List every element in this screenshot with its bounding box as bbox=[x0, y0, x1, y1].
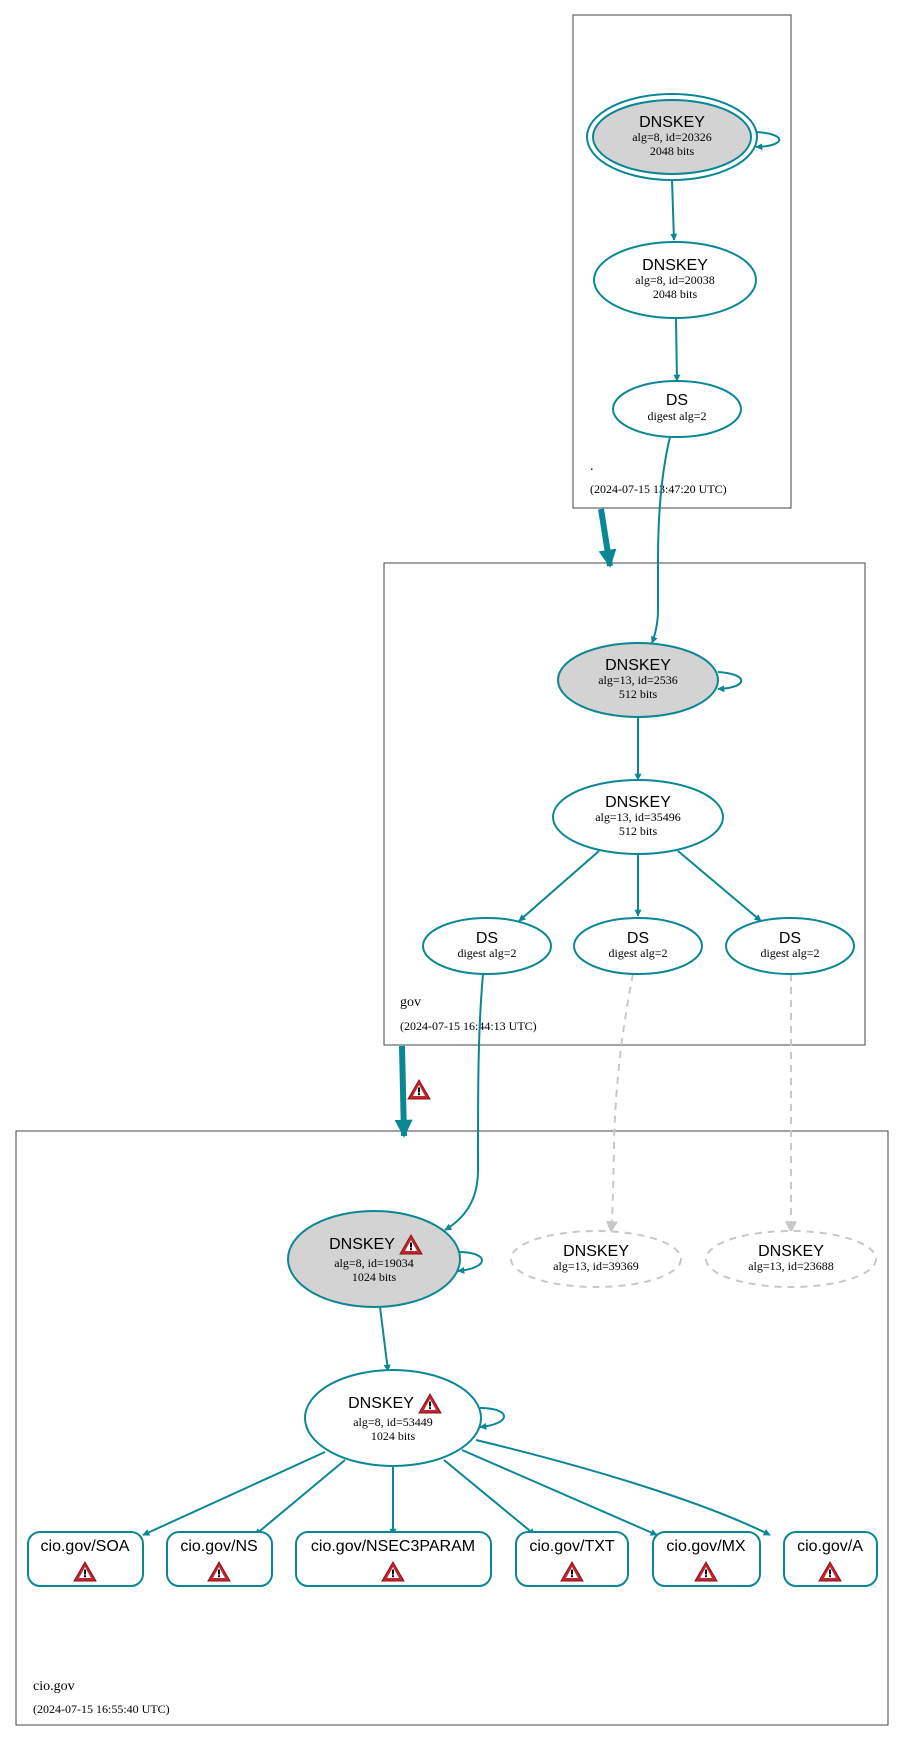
root-zsk-node[interactable]: DNSKEY alg=8, id=20038 2048 bits bbox=[593, 241, 757, 319]
gov-ds2-digest: digest alg=2 bbox=[608, 946, 667, 960]
edge-cio-zsk-soa bbox=[142, 1451, 326, 1536]
rrset-mx-label: cio.gov/MX bbox=[666, 1538, 745, 1555]
gov-ds3-digest: digest alg=2 bbox=[760, 946, 819, 960]
cio-missing-key-1-title: DNSKEY bbox=[563, 1243, 629, 1260]
root-ksk-title: DNSKEY bbox=[639, 114, 705, 131]
self-sign-edge-gov-ksk bbox=[717, 671, 743, 693]
rrset-txt-label: cio.gov/TXT bbox=[529, 1538, 615, 1555]
root-ksk-alg: alg=8, id=20326 bbox=[632, 130, 712, 144]
rrset-a-label: cio.gov/A bbox=[797, 1538, 863, 1555]
zone-cio-label: cio.gov bbox=[33, 1679, 75, 1694]
cio-missing-key-2-alg: alg=13, id=23688 bbox=[748, 1259, 834, 1273]
gov-ksk-alg: alg=13, id=2536 bbox=[598, 673, 678, 687]
zone-cio-timestamp: (2024-07-15 16:55:40 UTC) bbox=[33, 1702, 170, 1716]
rrset-mx-node[interactable]: cio.gov/MX bbox=[652, 1531, 761, 1587]
cio-zsk-bits: 1024 bits bbox=[371, 1429, 416, 1443]
root-ds-node[interactable]: DS digest alg=2 bbox=[612, 380, 742, 438]
cio-zsk-node[interactable]: DNSKEY alg=8, id=53449 1024 bits bbox=[304, 1369, 482, 1467]
edge-gov-zsk-ds1 bbox=[518, 850, 600, 922]
self-sign-edge-root-ksk bbox=[755, 131, 781, 151]
cio-zsk-alg: alg=8, id=53449 bbox=[353, 1415, 433, 1429]
zone-root-label: . bbox=[590, 459, 594, 474]
gov-ds2-node[interactable]: DS digest alg=2 bbox=[573, 917, 703, 975]
edge-cio-zsk-txt bbox=[443, 1459, 536, 1536]
rrset-soa-label: cio.gov/SOA bbox=[41, 1538, 130, 1555]
self-sign-edge-cio-zsk bbox=[479, 1407, 505, 1430]
cio-ksk-alg: alg=8, id=19034 bbox=[334, 1256, 414, 1270]
gov-zsk-node[interactable]: DNSKEY alg=13, id=35496 512 bits bbox=[552, 779, 724, 855]
root-zsk-bits: 2048 bits bbox=[653, 287, 698, 301]
edge-root-ksk-zsk bbox=[670, 179, 678, 241]
rrset-a-node[interactable]: cio.gov/A bbox=[783, 1531, 878, 1587]
edge-gov-zsk-ds3 bbox=[677, 850, 762, 922]
cio-missing-key-1-alg: alg=13, id=39369 bbox=[553, 1259, 639, 1273]
rrset-soa-node[interactable]: cio.gov/SOA bbox=[27, 1531, 144, 1587]
zone-root-timestamp: (2024-07-15 13:47:20 UTC) bbox=[590, 482, 727, 496]
cio-missing-key-2-title: DNSKEY bbox=[758, 1243, 824, 1260]
gov-ds2-title: DS bbox=[627, 930, 649, 947]
gov-zsk-bits: 512 bits bbox=[619, 824, 658, 838]
rrset-ns-label: cio.gov/NS bbox=[180, 1538, 257, 1555]
edge-root-ds-gov-ksk bbox=[650, 436, 671, 644]
rrset-nsec3param-label: cio.gov/NSEC3PARAM bbox=[311, 1538, 475, 1555]
edge-cio-zsk-ns bbox=[254, 1459, 346, 1536]
edge-root-zsk-ds bbox=[673, 318, 681, 382]
edge-gov-ds1-cio-ksk bbox=[444, 973, 484, 1231]
gov-ds3-node[interactable]: DS digest alg=2 bbox=[725, 917, 855, 975]
gov-ds1-title: DS bbox=[476, 930, 498, 947]
gov-zsk-title: DNSKEY bbox=[605, 794, 671, 811]
cio-ksk-title: DNSKEY bbox=[329, 1236, 395, 1253]
gov-ds1-digest: digest alg=2 bbox=[457, 946, 516, 960]
zone-gov-timestamp: (2024-07-15 16:44:13 UTC) bbox=[400, 1019, 537, 1033]
zone-gov-label: gov bbox=[400, 995, 421, 1010]
rrset-txt-node[interactable]: cio.gov/TXT bbox=[515, 1531, 629, 1587]
edge-gov-ds2-missing-key bbox=[605, 973, 634, 1234]
cio-zsk-title: DNSKEY bbox=[348, 1395, 414, 1412]
gov-zsk-alg: alg=13, id=35496 bbox=[595, 810, 681, 824]
self-sign-edge-cio-ksk bbox=[457, 1251, 483, 1274]
root-ds-title: DS bbox=[666, 392, 688, 409]
root-ds-digest: digest alg=2 bbox=[647, 409, 706, 423]
cio-ksk-bits: 1024 bits bbox=[352, 1270, 397, 1284]
cio-missing-key-2-node[interactable]: DNSKEY alg=13, id=23688 bbox=[705, 1230, 877, 1288]
root-zsk-title: DNSKEY bbox=[642, 257, 708, 274]
gov-ksk-node[interactable]: DNSKEY alg=13, id=2536 512 bits bbox=[557, 642, 719, 718]
gov-ksk-bits: 512 bits bbox=[619, 687, 658, 701]
edge-cio-zsk-a bbox=[475, 1439, 771, 1536]
cio-missing-key-1-node[interactable]: DNSKEY alg=13, id=39369 bbox=[510, 1230, 682, 1288]
gov-ksk-title: DNSKEY bbox=[605, 657, 671, 674]
warning-icon bbox=[407, 1079, 431, 1100]
root-ksk-bits: 2048 bits bbox=[650, 144, 695, 158]
root-ksk-node[interactable]: DNSKEY alg=8, id=20326 2048 bits bbox=[586, 93, 758, 181]
gov-ds1-node[interactable]: DS digest alg=2 bbox=[422, 917, 552, 975]
delegation-edge-gov-cio bbox=[394, 1045, 413, 1138]
rrset-nsec3param-node[interactable]: cio.gov/NSEC3PARAM bbox=[295, 1531, 492, 1587]
edge-cio-ksk-zsk bbox=[379, 1306, 391, 1372]
rrset-ns-node[interactable]: cio.gov/NS bbox=[166, 1531, 273, 1587]
delegation-edge-root-gov bbox=[598, 508, 617, 568]
edge-cio-zsk-mx bbox=[461, 1449, 658, 1536]
cio-ksk-node[interactable]: DNSKEY alg=8, id=19034 1024 bits bbox=[287, 1210, 461, 1308]
root-zsk-alg: alg=8, id=20038 bbox=[635, 273, 715, 287]
gov-ds3-title: DS bbox=[779, 930, 801, 947]
